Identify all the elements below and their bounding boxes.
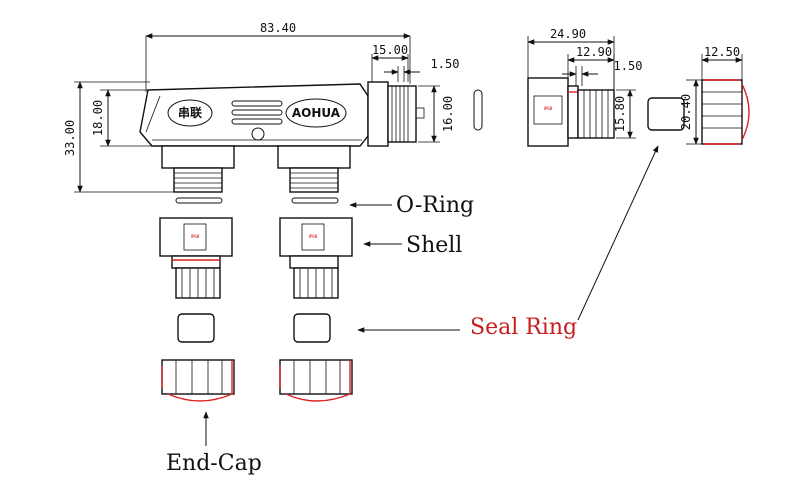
dim-total-length: 83.40 (260, 21, 296, 35)
tee-dimensions: 83.40 33.00 18.00 15.00 1.50 16.00 (63, 21, 483, 193)
label-o-ring: O-Ring (396, 193, 474, 218)
label-seal-ring: Seal Ring (470, 315, 577, 340)
dim-port-height: 16.00 (441, 96, 455, 132)
svg-text:IP68: IP68 (309, 234, 318, 239)
dim-port-gap: 1.50 (431, 57, 460, 71)
callouts: O-Ring Shell Seal Ring End-Cap (166, 145, 659, 476)
tee-body: 串联 AOHUA (139, 81, 425, 193)
dim-cap-length: 12.50 (704, 45, 740, 59)
svg-text:IP68: IP68 (544, 106, 553, 111)
brand-logo-oval (285, 98, 347, 128)
dim-shell-thread: 12.90 (576, 45, 612, 59)
end-caps (161, 359, 353, 402)
shells: IP68 IP68 (159, 217, 353, 299)
dim-height-total: 33.00 (63, 120, 77, 156)
dim-shell-gap: 1.50 (614, 59, 643, 73)
dim-height-tee: 18.00 (91, 100, 105, 136)
svg-text:IP68: IP68 (191, 234, 200, 239)
label-end-cap: End-Cap (166, 451, 262, 476)
dim-cap-height: 20.40 (679, 94, 693, 130)
shell-detail: IP68 24.90 12.90 1.50 15.80 (527, 27, 643, 147)
o-rings (175, 197, 339, 204)
label-shell: Shell (406, 233, 462, 258)
brand-logo-text: AOHUA (292, 106, 341, 120)
seal-rings (177, 313, 331, 343)
dim-shell-length: 24.90 (550, 27, 586, 41)
dim-port-length: 15.00 (372, 43, 408, 57)
o-ring-side-view (473, 89, 483, 131)
chinese-logo-oval (167, 99, 213, 127)
cap-detail: 12.50 20.40 (647, 45, 750, 145)
chinese-logo-text: 串联 (178, 105, 202, 120)
dim-shell-height: 15.80 (613, 96, 627, 132)
